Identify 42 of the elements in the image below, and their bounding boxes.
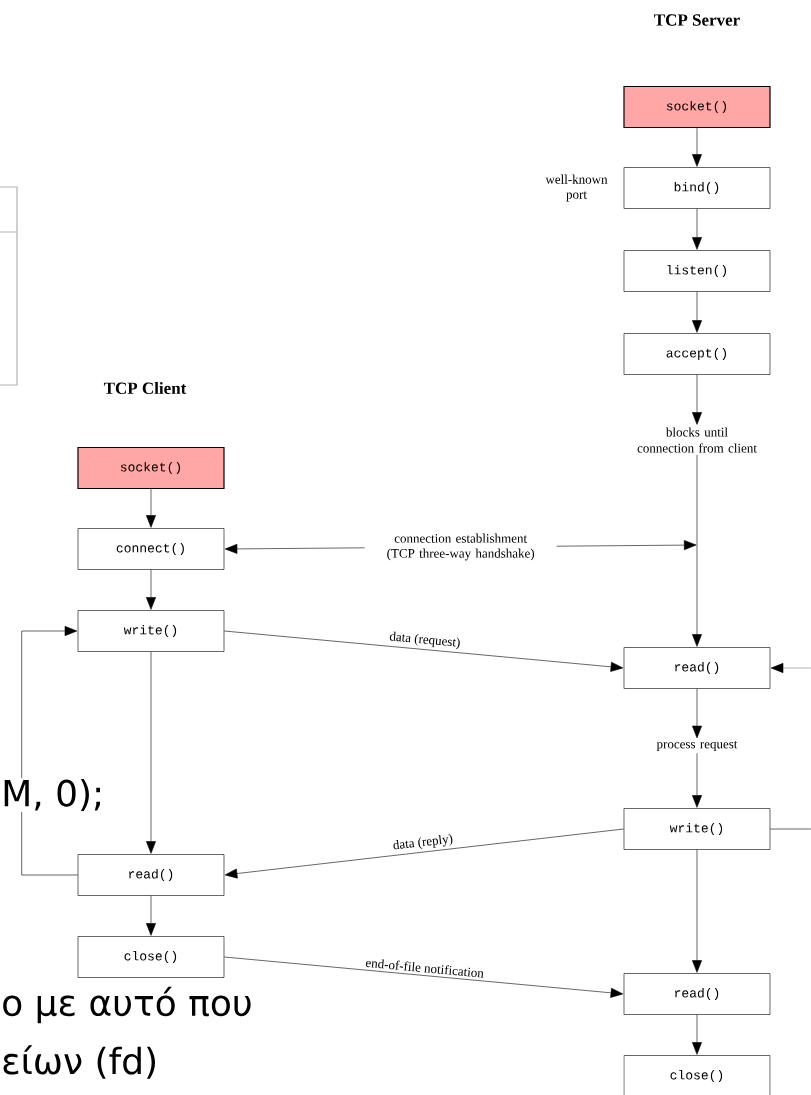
arrow [692,752,702,808]
column-heading: TCP Client [103,382,187,394]
arrow [224,630,624,672]
function-box: read() [623,647,771,689]
slide-text: είων (fd) [0,1044,160,1080]
arrow [692,454,702,647]
arrow [146,895,156,936]
annotation-text: blocks until connection from client [637,427,757,453]
slide-text: M, 0); [0,778,106,813]
arrow [21,626,78,876]
edge-label: data (request) [387,630,462,651]
column-heading: TCP Server [654,14,740,26]
function-box: bind() [623,167,771,209]
arrow [692,849,702,973]
edge-label: end-of-file notification [364,956,486,979]
arrow [224,828,624,879]
function-box: listen() [623,250,771,292]
annotation-text: process request [656,740,738,752]
function-box: read() [623,973,771,1015]
arrow [692,291,702,333]
function-box: close() [77,936,225,978]
edge-label: data (reply) [391,832,455,854]
function-box: close() [623,1055,771,1095]
arrow [692,374,702,425]
function-box: read() [77,854,225,896]
arrow [146,651,156,854]
annotation-text: well-known port [545,174,608,202]
function-box: socket() [77,446,225,490]
arrow [692,127,702,167]
edge-label: connection establishment (TCP three-way handshake) [364,532,557,562]
arrow [146,488,156,528]
function-box: write() [623,808,771,850]
slide-text: ο με αυτό που [0,985,254,1025]
function-box: accept() [623,333,771,375]
arrow [692,208,702,250]
function-box: connect() [77,528,225,570]
arrow [224,956,624,998]
arrow [692,688,702,739]
arrow [692,1014,702,1055]
arrow [146,569,156,610]
function-box: write() [77,610,225,652]
function-box: socket() [623,85,771,129]
